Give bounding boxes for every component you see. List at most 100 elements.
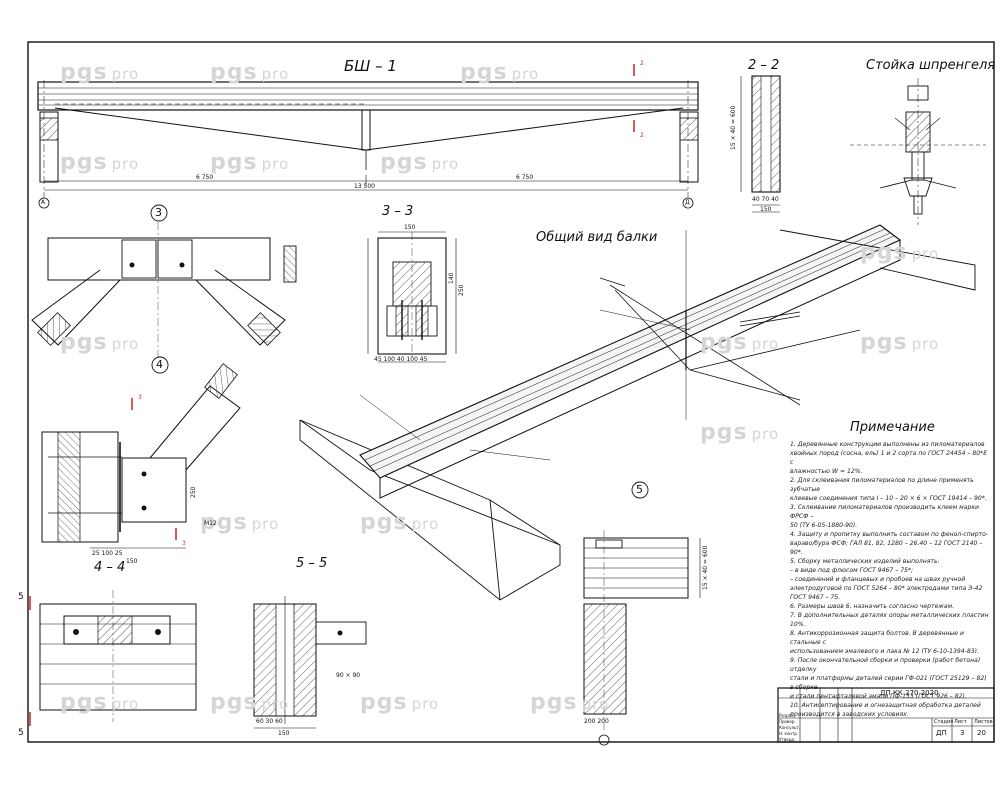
note-line: 2. Для склеивания пиломатериалов по длин… — [790, 477, 974, 493]
general-view-drawing — [299, 224, 976, 601]
sheet-frame — [27, 41, 995, 743]
axis-label-a: А — [41, 199, 46, 206]
note-line: 9. После окончательной сборки и проверки… — [790, 657, 981, 673]
tb-row: Консульт. — [779, 725, 800, 730]
cut-mark-label: 5 — [18, 728, 24, 738]
cut-mark-label: 5 — [18, 592, 24, 602]
view-title-section-5-5: 5 – 5 — [296, 556, 328, 571]
note-line: 10. Антисептирование и огнезащитная обра… — [790, 702, 981, 709]
section-2-2-drawing — [740, 75, 781, 213]
dim-sec55-bottom: 60 30 60 — [256, 718, 283, 725]
note-line: – соединений и фланцевых и пробоев на шв… — [790, 576, 966, 583]
dim-half-span-right: 6 750 — [516, 174, 534, 181]
dim-sec33-h1: 250 — [458, 284, 465, 296]
label-bolt: М12 — [204, 520, 217, 527]
note-line: 1. Деревянные конструкции выполнены из п… — [790, 441, 988, 466]
node-5-drawing — [583, 481, 701, 746]
label-plate-9090: 90 × 90 — [336, 672, 361, 679]
note-line: и стали пентафталевой эмали ПФ-133 (ГОСТ… — [790, 693, 967, 700]
notes-list: 1. Деревянные конструкции выполнены из п… — [790, 440, 990, 719]
tb-sheets: 20 — [977, 729, 986, 737]
dim-sec33-h2: 140 — [448, 272, 455, 284]
note-line: 6. Размеры швов 6, назначить согласно че… — [790, 603, 955, 610]
dim-sec33-bottom: 45 100 40 100 45 — [374, 356, 428, 363]
cut-mark-label: 2 — [640, 132, 644, 139]
section-5-5-drawing — [253, 596, 367, 729]
section-4-4-drawing — [39, 590, 197, 722]
axis-label-d: Д — [685, 199, 690, 206]
dim-sec33-width: 150 — [404, 224, 416, 231]
tb-row: Н. контр. — [779, 731, 799, 736]
tb-header-sheet: Лист — [954, 719, 967, 725]
cut-mark-3 — [131, 398, 177, 540]
note-line: ГОСТ 9467 – 75. — [790, 594, 841, 601]
node-4-drawing — [41, 356, 241, 549]
note-line: 5. Сборку металлических изделий выполнят… — [790, 558, 940, 565]
strut-drawing — [850, 78, 986, 225]
dim-node5-bottom: 200 200 — [584, 718, 609, 725]
view-title-section-3-3: 3 – 3 — [382, 204, 414, 219]
note-line: использованием эмалевого и лака № 12 (ТУ… — [790, 648, 979, 655]
note-line: вараво/бура ФСФ; ГАЛ 81, 82, 1280 – 26.4… — [790, 540, 983, 547]
tb-row: Провер. — [779, 719, 796, 724]
beam-elevation — [37, 80, 699, 209]
note-line: 7. В дополнительных деталях опоры металл… — [790, 612, 989, 628]
tb-row: Утверд. — [779, 737, 796, 742]
dim-sec22-height: 15 × 40 = 600 — [730, 105, 737, 150]
node-label-5: 5 — [636, 483, 643, 496]
note-line: 8. Антикоррозионная защита болтов. В дер… — [790, 630, 964, 646]
cut-mark-label: 3 — [182, 540, 186, 547]
note-line: клеевые соединения типа I – 10 – 20 × 6 … — [790, 495, 987, 502]
dim-span-total: 13 500 — [354, 183, 375, 190]
note-line: 50 (ТУ 6-05-1880-90). — [790, 522, 858, 529]
title-block-frame — [777, 687, 995, 743]
section-3-3-drawing — [367, 231, 457, 363]
notes-title: Примечание — [850, 420, 935, 435]
tb-sheet: 3 — [960, 729, 965, 737]
node-label-3: 3 — [155, 206, 162, 219]
view-title-general: Общий вид балки — [536, 230, 658, 245]
tb-header-stage: Стадия — [934, 719, 954, 725]
note-line: 3. Склеивание пиломатериалов производить… — [790, 504, 979, 520]
note-line: электродуговой по ГОСТ 5264 – 80* электр… — [790, 585, 983, 592]
note-line: 4. Защиту и пропитку выполнить составом … — [790, 531, 989, 538]
note-line: – в виде под флюсом ГОСТ 9467 – 75*; — [790, 567, 914, 574]
tb-stage: ДП — [936, 729, 947, 737]
note-line: производится в заводских условиях. — [790, 711, 909, 718]
view-title-section-2-2: 2 – 2 — [748, 58, 780, 73]
dim-node5-height: 15 × 40 = 600 — [702, 545, 709, 590]
node-3-drawing — [31, 204, 297, 360]
view-title-beam: БШ – 1 — [344, 57, 397, 75]
dim-node4-bottom: 25 100 25 — [92, 550, 123, 557]
dim-node4-250: 250 — [190, 486, 197, 498]
view-title-section-4-4: 4 – 4 — [94, 560, 126, 575]
tb-header-sheets: Листов — [974, 719, 993, 725]
dim-sec22-width: 150 — [760, 206, 772, 213]
doc-code: ДП КК 270 2020 — [880, 689, 939, 697]
dim-node4-150: 150 — [126, 558, 138, 565]
node-label-4: 4 — [156, 358, 163, 371]
cut-mark-label: 2 — [640, 60, 644, 67]
note-line: стали и платформы деталей серии ГФ-021 (… — [790, 675, 987, 691]
note-line: влажностью W = 12%. — [790, 468, 863, 475]
dim-sec55-150: 150 — [278, 730, 290, 737]
dim-half-span-left: 6 750 — [196, 174, 214, 181]
